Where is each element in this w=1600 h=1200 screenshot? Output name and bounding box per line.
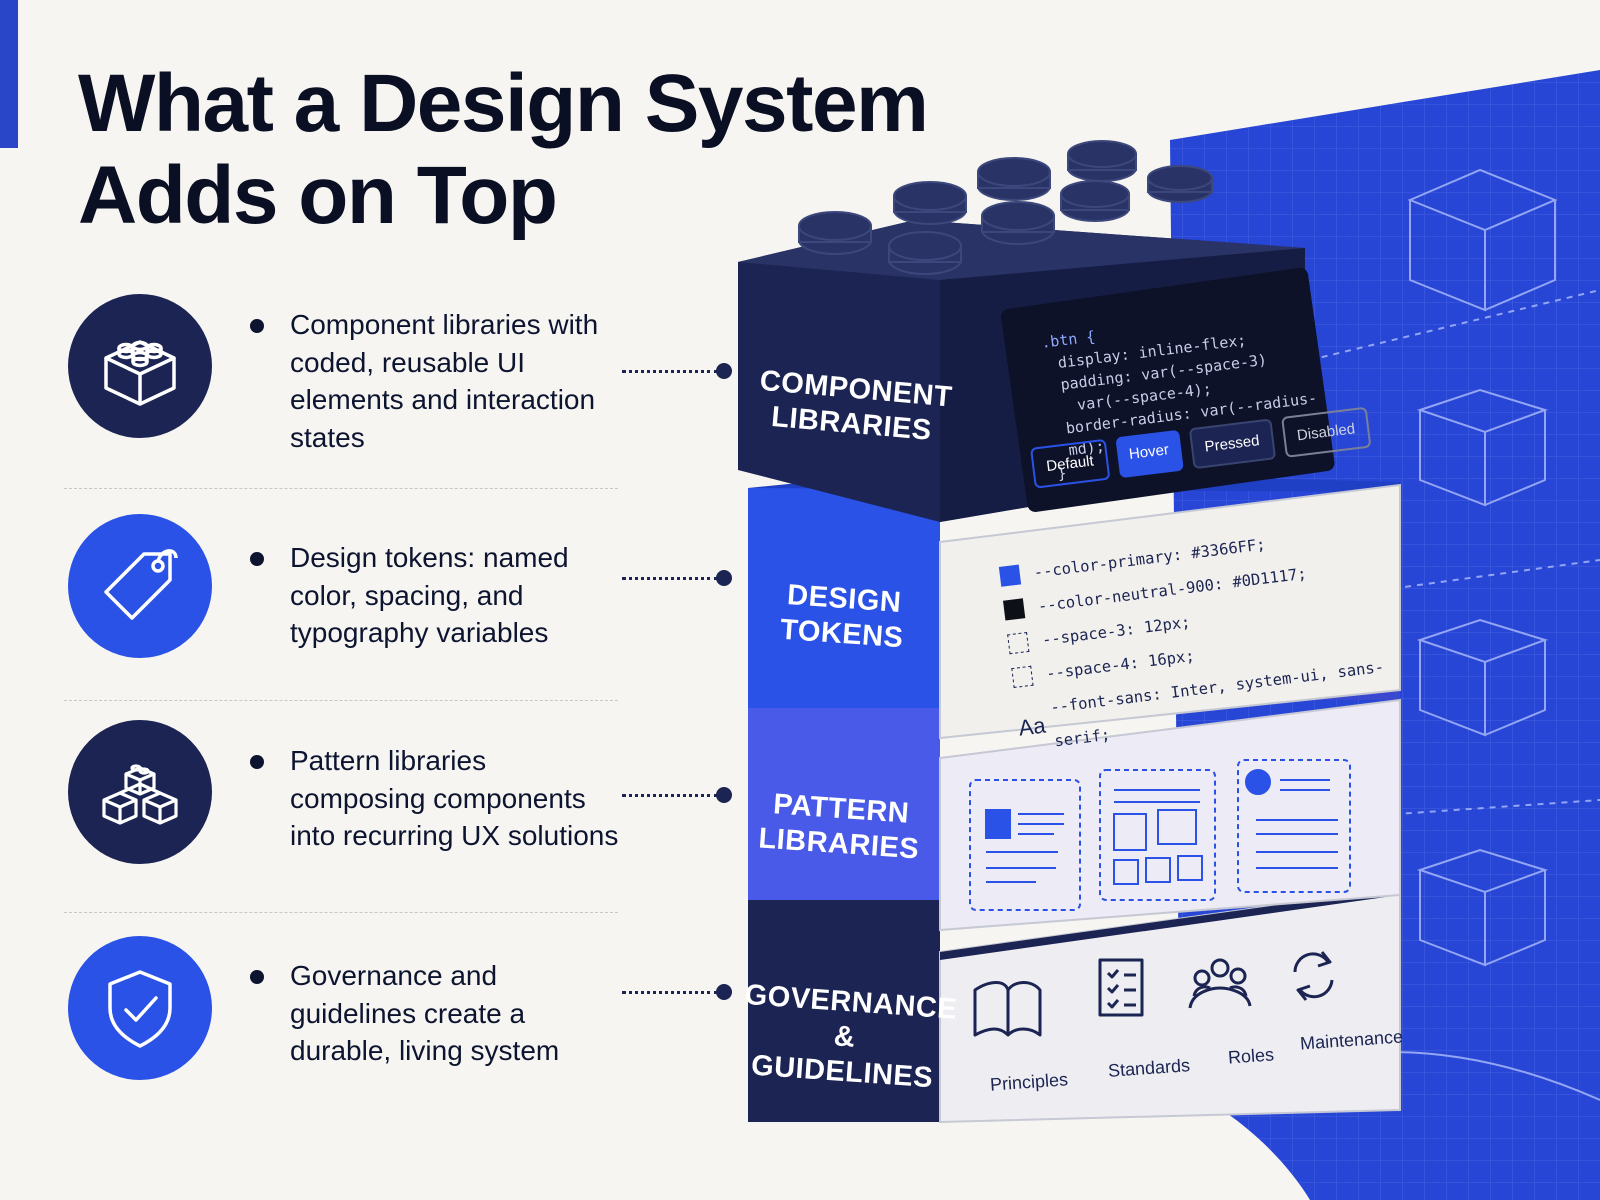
bullet: [250, 970, 264, 984]
list-item-component-libraries: Component libraries with coded, reusable…: [68, 294, 628, 474]
governance-icons: [973, 951, 1334, 1037]
stacked-bricks-icon: [68, 720, 212, 864]
checklist-icon: [1098, 958, 1144, 1017]
layer-label-patterns: PATTERN LIBRARIES: [757, 788, 921, 866]
governance-label-roles: Roles: [1227, 1044, 1275, 1068]
list-item-pattern-libraries: Pattern libraries composing components i…: [68, 720, 628, 900]
title-line-1: What a Design System: [78, 58, 929, 149]
connector-patterns: [622, 787, 732, 803]
swatch-space-4: [1011, 665, 1034, 689]
book-icon: [973, 981, 1042, 1037]
tag-icon: [68, 514, 212, 658]
connector-governance: [622, 984, 732, 1000]
bullet: [250, 552, 264, 566]
layer-stack: [738, 140, 1401, 1124]
swatch-primary: [998, 564, 1022, 587]
divider: [64, 912, 618, 913]
accent-bar: [0, 0, 18, 148]
item-text: Component libraries with coded, reusable…: [290, 309, 599, 453]
connector-tokens: [622, 570, 732, 586]
refresh-icon: [1293, 951, 1334, 1001]
bullet: [250, 755, 264, 769]
people-icon: [1188, 958, 1252, 1009]
divider: [64, 488, 618, 489]
page-title: What a Design System Adds on Top: [78, 58, 978, 242]
item-text: Pattern libraries composing components i…: [290, 745, 619, 851]
shield-check-icon: [68, 936, 212, 1080]
lego-brick-icon: [68, 294, 212, 438]
bullet: [250, 319, 264, 333]
list-item-governance: Governance and guidelines create a durab…: [68, 936, 628, 1116]
state-hover-button[interactable]: Hover: [1114, 429, 1184, 479]
pattern-cards: [969, 759, 1351, 911]
swatch-space-3: [1007, 632, 1030, 655]
title-line-2: Adds on Top: [78, 150, 558, 241]
layer-label-tokens: DESIGN TOKENS: [779, 579, 905, 655]
divider: [64, 700, 618, 701]
layer-label-governance: GOVERNANCE & GUIDELINES: [743, 978, 959, 1095]
item-text: Governance and guidelines create a durab…: [290, 960, 560, 1066]
connector-component: [622, 363, 732, 379]
item-text: Design tokens: named color, spacing, and…: [290, 542, 569, 648]
font-sample: Aa: [1017, 712, 1047, 741]
swatch-neutral: [1002, 598, 1026, 621]
list-item-design-tokens: Design tokens: named color, spacing, and…: [68, 514, 628, 694]
